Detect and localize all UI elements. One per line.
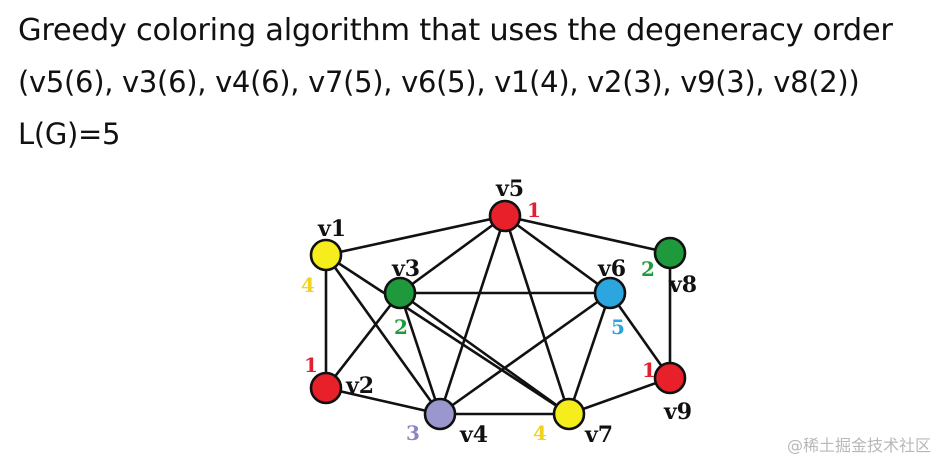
edge-v1-v5 [325, 214, 506, 257]
edge-v3-v7 [399, 291, 570, 416]
color-label-v3: 2 [394, 315, 408, 339]
vertex-label-v5: v5 [495, 176, 524, 202]
color-label-v6: 5 [611, 315, 625, 339]
edge-v5-v8 [504, 214, 671, 255]
vertex-v6 [593, 276, 627, 310]
vertex-v2 [309, 371, 343, 405]
edge-v6-v7 [567, 292, 612, 415]
degeneracy-order-line: (v5(6), v3(6), v4(6), v7(5), v6(5), v1(4… [18, 65, 860, 99]
color-label-v8: 2 [641, 257, 655, 281]
edge-v1-v7 [325, 253, 570, 416]
vertex-label-v7: v7 [584, 422, 613, 448]
edge-v4-v6 [439, 291, 611, 416]
edge-v5-v6 [504, 214, 611, 295]
edge-v3-v5 [399, 214, 506, 295]
edge-v7-v9 [568, 376, 671, 416]
vertex-v1 [309, 238, 343, 272]
color-label-v9: 1 [642, 358, 656, 382]
vertex-label-v3: v3 [391, 256, 420, 282]
vertex-label-v6: v6 [597, 256, 626, 282]
vertex-v7 [552, 397, 586, 431]
vertex-label-v2: v2 [345, 373, 374, 399]
vertex-label-v4: v4 [459, 422, 488, 448]
edge-v4-v5 [438, 215, 507, 415]
edge-v3-v4 [398, 292, 442, 415]
color-label-v4: 3 [406, 421, 420, 445]
edges-layer [324, 214, 672, 416]
color-label-v2: 1 [304, 353, 318, 377]
vertex-v9 [653, 361, 687, 395]
vertex-label-v8: v8 [668, 272, 697, 298]
title-line: Greedy coloring algorithm that uses the … [18, 13, 893, 48]
color-label-v1: 4 [301, 273, 315, 297]
vertex-v5 [488, 199, 522, 233]
edge-v1-v4 [324, 254, 442, 415]
vertex-label-v1: v1 [317, 216, 346, 242]
color-label-v5: 1 [527, 198, 541, 222]
watermark: @稀土掘金技术社区 [786, 436, 931, 455]
edge-v2-v3 [324, 292, 402, 389]
vertex-v8 [653, 236, 687, 270]
color-count-line: L(G)=5 [18, 117, 121, 151]
edge-v2-v4 [325, 386, 441, 416]
vertex-v4 [423, 397, 457, 431]
edge-v5-v7 [503, 215, 571, 415]
color-label-v7: 4 [533, 421, 547, 445]
vertex-label-v9: v9 [663, 399, 692, 425]
vertex-v3 [383, 276, 417, 310]
edge-v6-v9 [608, 292, 672, 379]
